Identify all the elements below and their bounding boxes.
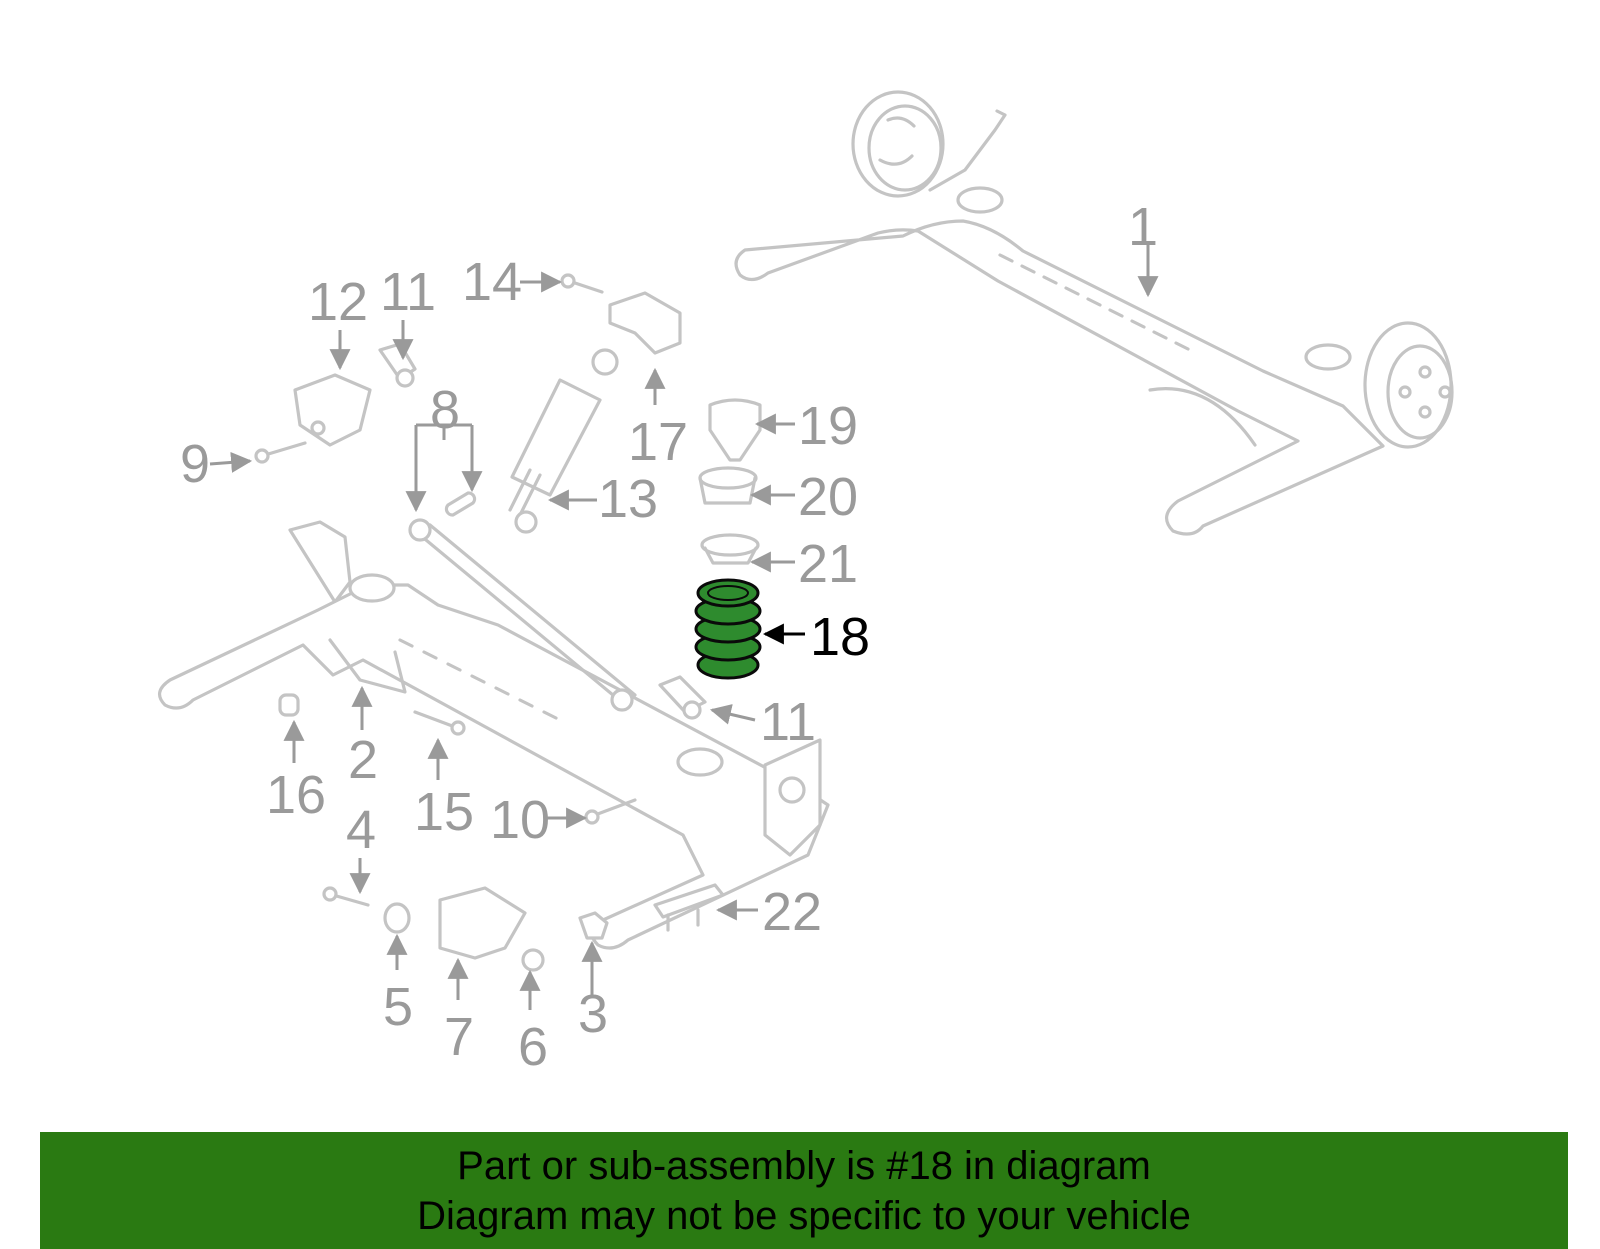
- callout-labels: 1 2 3 4 5 6 7 8 9 10 11 11 12 13 14 15 1…: [180, 197, 1158, 1077]
- part-1-rear-axle-assembly[interactable]: [734, 90, 1454, 536]
- callout-2: 2: [348, 730, 378, 790]
- callout-13: 13: [598, 469, 658, 529]
- part-4-bolt[interactable]: [322, 886, 370, 907]
- part-9-bolt[interactable]: [254, 441, 307, 464]
- part-18-coil-spring[interactable]: [694, 578, 762, 680]
- callout-22: 22: [762, 882, 822, 942]
- callout-5: 5: [383, 977, 413, 1037]
- banner-line-2: Diagram may not be specific to your vehi…: [417, 1193, 1191, 1238]
- part-13-shock-absorber[interactable]: [508, 348, 619, 534]
- callout-19: 19: [798, 396, 858, 456]
- callout-21: 21: [798, 534, 858, 594]
- callout-14: 14: [462, 252, 522, 312]
- part-16-plug[interactable]: [278, 693, 300, 717]
- callout-20: 20: [798, 467, 858, 527]
- callout-8: 8: [430, 380, 460, 440]
- part-3-bushing[interactable]: [578, 911, 609, 940]
- part-14-bolt[interactable]: [560, 273, 604, 294]
- part-6-nut[interactable]: [521, 948, 545, 972]
- callout-10: 10: [490, 790, 550, 850]
- callout-7: 7: [444, 1007, 474, 1067]
- callout-4: 4: [346, 800, 376, 860]
- part-17-bracket[interactable]: [608, 291, 682, 355]
- callout-18: 18: [810, 607, 870, 667]
- part-8-link-rod[interactable]: [408, 491, 637, 712]
- part-7-bracket[interactable]: [438, 886, 527, 960]
- part-15-bolt[interactable]: [413, 710, 466, 736]
- part-5-bushing[interactable]: [383, 902, 411, 934]
- part-20-insulator[interactable]: [698, 466, 758, 505]
- callout-11-lower: 11: [760, 692, 816, 752]
- callout-12: 12: [308, 272, 368, 332]
- part-19-bump-stop[interactable]: [708, 398, 762, 462]
- callout-6: 6: [518, 1017, 548, 1077]
- leader-lines: [209, 245, 1159, 1010]
- part-10-bolt[interactable]: [584, 798, 637, 825]
- info-banner: Part or sub-assembly is #18 in diagram D…: [40, 1132, 1568, 1249]
- part-21-spring-seat[interactable]: [700, 533, 760, 565]
- callout-17: 17: [628, 412, 688, 472]
- part-11-bushing-upper[interactable]: [378, 342, 417, 388]
- part-22-bracket[interactable]: [653, 883, 725, 932]
- callout-9: 9: [180, 434, 210, 494]
- callout-11-upper: 11: [380, 262, 436, 322]
- part-12-bracket[interactable]: [293, 373, 372, 447]
- callout-3: 3: [578, 984, 608, 1044]
- callout-15: 15: [414, 782, 474, 842]
- banner-line-1: Part or sub-assembly is #18 in diagram: [457, 1143, 1151, 1188]
- callout-1: 1: [1128, 197, 1158, 257]
- callout-16: 16: [266, 765, 326, 825]
- part-11-bushing-lower[interactable]: [658, 675, 707, 720]
